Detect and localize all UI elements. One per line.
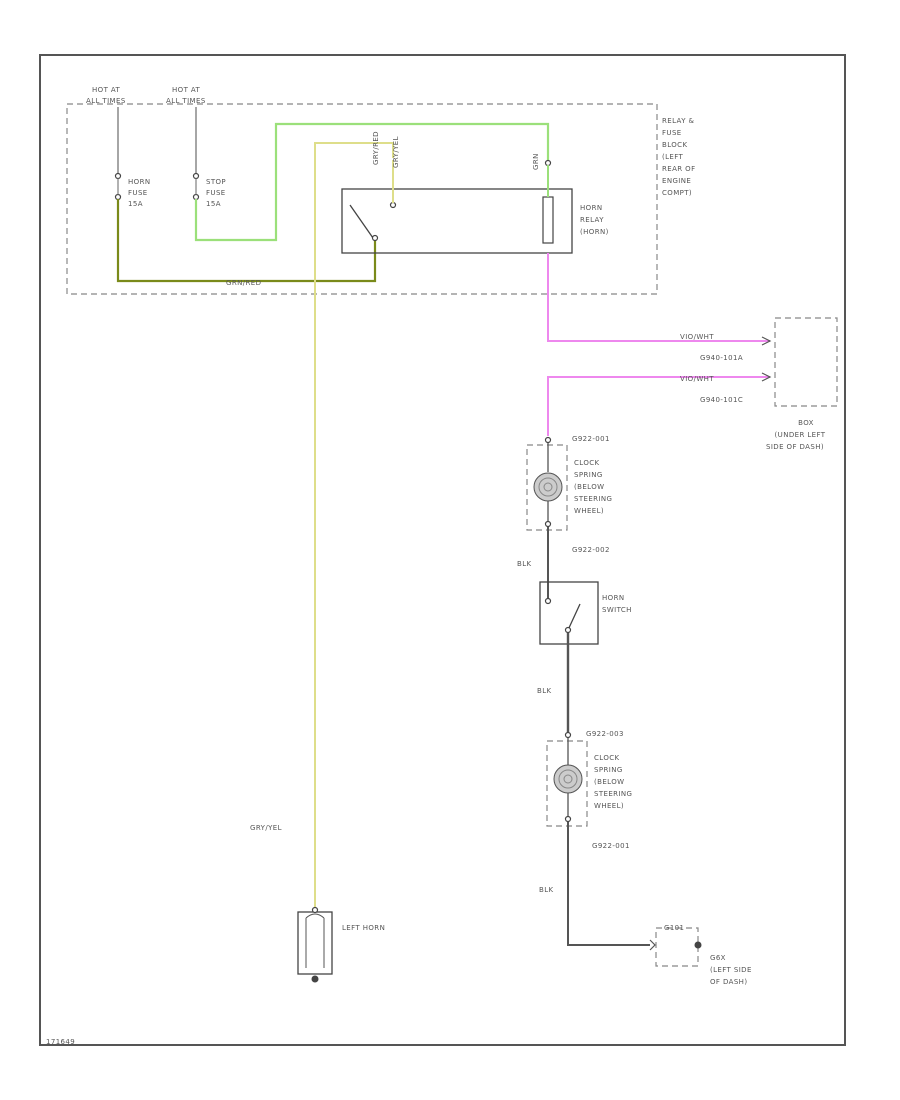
clock-spring-1-node-bottom (544, 520, 552, 528)
box-label-2: (UNDER LEFT (775, 431, 826, 439)
clock-spring-2-label-3: (BELOW (594, 778, 624, 786)
clock-spring-2-label-4: STEERING (594, 790, 632, 798)
wire-gry-red-vert: GRY/RED (372, 131, 380, 165)
wire-blk-2-label: BLK (537, 687, 552, 695)
relay-block-label-4: (LEFT (662, 153, 684, 161)
wire-vio-bottom-label: VIO/WHT (680, 375, 714, 383)
conn-top-label: G940-101A (700, 354, 743, 362)
stop-fuse-label-1: STOP (206, 178, 226, 186)
left-horn-node-top (311, 906, 319, 914)
relay-block-label-7: COMPT) (662, 189, 692, 197)
horn-fuse-label-1: HORN (128, 178, 150, 186)
box-label-3: SIDE OF DASH) (766, 443, 824, 451)
left-horn-label: LEFT HORN (342, 924, 385, 932)
ground-label-3: OF DASH) (710, 978, 747, 986)
box-connector (774, 317, 838, 407)
connector-pin-bottom (761, 372, 772, 382)
hot-at-label-1b: ALL TIMES (86, 97, 126, 105)
clock-spring-1-coil-core (543, 482, 553, 492)
ground-label-1: G6X (710, 954, 726, 962)
wire-gry-yel-label: GRY/YEL (250, 824, 282, 832)
clock-spring-2-node-bottom (564, 815, 572, 823)
clock-spring-1-label-1: CLOCK (574, 459, 600, 467)
horn-fuse-label-2: FUSE (128, 189, 148, 197)
olive-wire (116, 199, 377, 283)
ground-box (655, 927, 699, 967)
horn-switch-pivot (564, 626, 572, 634)
wire-blk-1-label: BLK (517, 560, 532, 568)
wire-gry-yel-vert: GRY/YEL (392, 136, 400, 168)
clock-spring-1-coil (533, 472, 563, 502)
horn-switch-label-1: HORN (602, 594, 624, 602)
left-horn-ground (311, 975, 319, 983)
relay-block-label-1: RELAY & (662, 117, 694, 125)
hot-at-label-2: HOT AT (172, 86, 201, 94)
ground-point (694, 941, 702, 949)
relay-coil-node-top (544, 159, 552, 167)
wire-grn-red-bottom: GRN/RED (226, 279, 261, 287)
clock-spring-2-coil (553, 764, 583, 794)
horn-switch-label-2: SWITCH (602, 606, 632, 614)
clock-spring-1-node-top (544, 436, 552, 444)
relay-switch-contact (389, 201, 397, 209)
hot-at-label-2b: ALL TIMES (166, 97, 206, 105)
violet-wire-top (547, 253, 770, 342)
relay-switch-blade (349, 204, 374, 239)
relay-block-label-2: FUSE (662, 129, 682, 137)
stop-fuse-label-3: 15A (206, 200, 221, 208)
clock-spring-2-coil-core (563, 774, 573, 784)
clock-spring-1-label-2: SPRING (574, 471, 603, 479)
conn-g922-001-label: G922-001 (572, 435, 610, 443)
violet-wire-bottom (547, 376, 770, 436)
horn-relay-box (341, 188, 573, 254)
hot-at-label-1: HOT AT (92, 86, 121, 94)
relay-fuse-block-box (66, 103, 658, 295)
wire-grn-vert: GRN (532, 153, 540, 170)
relay-switch-pivot (371, 234, 379, 242)
clock-spring-1-label-4: STEERING (574, 495, 612, 503)
horn-relay-label-2: RELAY (580, 216, 604, 224)
horn-fuse-label-3: 15A (128, 200, 143, 208)
box-label-1: BOX (798, 419, 814, 427)
wire-vio-top-label: VIO/WHT (680, 333, 714, 341)
conn-bottom-label: G940-101C (700, 396, 743, 404)
footer-code: 171649 (46, 1038, 75, 1046)
left-horn-symbol (305, 913, 325, 968)
relay-block-label-6: ENGINE (662, 177, 691, 185)
clock-spring-1-coil-inner (538, 477, 558, 497)
diagram-frame (39, 54, 846, 1046)
conn-g922-002-label: G922-002 (572, 546, 610, 554)
relay-block-label-3: BLOCK (662, 141, 687, 149)
clock-spring-2-label-1: CLOCK (594, 754, 620, 762)
clock-spring-2-label-2: SPRING (594, 766, 623, 774)
yellow-wire (314, 142, 394, 908)
conn-g922-001b-label: G922-001 (592, 842, 630, 850)
horn-relay-label-3: (HORN) (580, 228, 609, 236)
black-wire-3 (567, 822, 650, 946)
ground-label-2: (LEFT SIDE (710, 966, 752, 974)
clock-spring-2-node-top (564, 731, 572, 739)
left-horn-body (297, 911, 333, 975)
horn-relay-label-1: HORN (580, 204, 602, 212)
horn-switch-blade (567, 603, 581, 631)
horn-switch-contact (544, 597, 552, 605)
stop-fuse-node-top (192, 172, 200, 180)
clock-spring-1-label-3: (BELOW (574, 483, 604, 491)
clock-spring-2-coil-inner (558, 769, 578, 789)
ground-conn-label: G101 (664, 924, 684, 932)
stop-fuse-label-2: FUSE (206, 189, 226, 197)
ground-connector-pin (649, 939, 656, 951)
wire-blk-3-label: BLK (539, 886, 554, 894)
horn-fuse-node-top (114, 172, 122, 180)
conn-g922-003-label: G922-003 (586, 730, 624, 738)
connector-pin-top (761, 336, 772, 346)
green-wire (194, 122, 550, 242)
relay-coil (542, 196, 554, 244)
stop-fuse-node-bottom (192, 193, 200, 201)
clock-spring-1-label-5: WHEEL) (574, 507, 604, 515)
clock-spring-2-label-5: WHEEL) (594, 802, 624, 810)
horn-fuse-node-bottom (114, 193, 122, 201)
relay-block-label-5: REAR OF (662, 165, 696, 173)
